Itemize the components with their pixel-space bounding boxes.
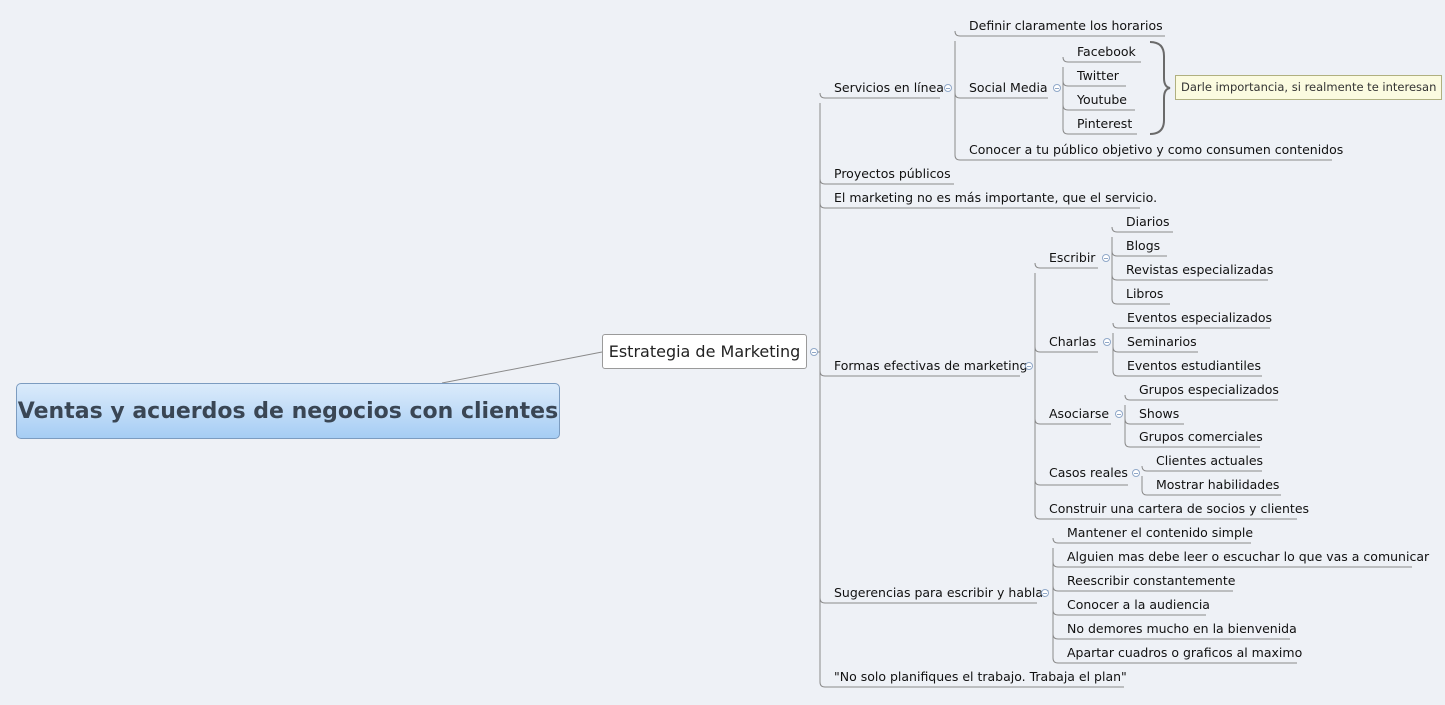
topic-diarios[interactable]: Diarios [1126, 214, 1170, 229]
topic-casos[interactable]: Casos reales [1049, 465, 1128, 480]
topic-reescribir[interactable]: Reescribir constantemente [1067, 573, 1236, 588]
topic-no-solo[interactable]: "No solo planifiques el trabajo. Trabaja… [834, 669, 1127, 684]
topic-blogs[interactable]: Blogs [1126, 238, 1161, 253]
topic-asociarse[interactable]: Asociarse [1049, 406, 1110, 421]
topic-pinterest[interactable]: Pinterest [1077, 116, 1133, 131]
topic-construir[interactable]: Construir una cartera de socios y client… [1049, 501, 1310, 516]
topic-charlas[interactable]: Charlas [1049, 334, 1097, 349]
collapse-toggle-servicios[interactable] [944, 84, 952, 92]
topic-revistas[interactable]: Revistas especializadas [1126, 262, 1274, 277]
topic-seminarios[interactable]: Seminarios [1127, 334, 1197, 349]
topic-grupos-com[interactable]: Grupos comerciales [1139, 429, 1263, 444]
collapse-toggle-charlas[interactable] [1103, 338, 1111, 346]
topic-grupos-esp[interactable]: Grupos especializados [1139, 382, 1279, 397]
collapse-toggle-asociarse[interactable] [1115, 410, 1123, 418]
topic-shows[interactable]: Shows [1139, 406, 1180, 421]
topic-facebook[interactable]: Facebook [1077, 44, 1136, 59]
collapse-toggle-sugerencias[interactable] [1041, 589, 1049, 597]
topic-eventos-esp[interactable]: Eventos especializados [1127, 310, 1273, 325]
topic-conocer-aud[interactable]: Conocer a la audiencia [1067, 597, 1210, 612]
topic-conocer-publico[interactable]: Conocer a tu público objetivo y como con… [969, 142, 1344, 157]
topic-mantener[interactable]: Mantener el contenido simple [1067, 525, 1254, 540]
topic-mostrar[interactable]: Mostrar habilidades [1156, 477, 1280, 492]
topic-eventos-est[interactable]: Eventos estudiantiles [1127, 358, 1262, 373]
collapse-toggle-social[interactable] [1053, 84, 1061, 92]
topic-servicios[interactable]: Servicios en línea [834, 80, 944, 95]
topic-social[interactable]: Social Media [969, 80, 1048, 95]
topic-no-demores[interactable]: No demores mucho en la bienvenida [1067, 621, 1297, 636]
topic-sugerencias[interactable]: Sugerencias para escribir y hablar [834, 585, 1049, 600]
topic-alguien[interactable]: Alguien mas debe leer o escuchar lo que … [1067, 549, 1430, 564]
topic-youtube[interactable]: Youtube [1077, 92, 1127, 107]
callout-note[interactable]: Darle importancia, si realmente te inter… [1175, 75, 1443, 100]
connector-line [441, 351, 603, 384]
main-topic-estrategia[interactable]: Estrategia de Marketing [602, 334, 807, 369]
collapse-toggle-estrategia[interactable] [810, 348, 818, 356]
topic-proyectos[interactable]: Proyectos públicos [834, 166, 951, 181]
topic-libros[interactable]: Libros [1126, 286, 1164, 301]
collapse-toggle-escribir[interactable] [1102, 254, 1110, 262]
collapse-toggle-formas[interactable] [1025, 362, 1033, 370]
topic-apartar[interactable]: Apartar cuadros o graficos al maximo [1067, 645, 1303, 660]
topic-definir[interactable]: Definir claramente los horarios [969, 18, 1163, 33]
connector-curve [1149, 41, 1171, 135]
root-topic[interactable]: Ventas y acuerdos de negocios con client… [16, 383, 560, 439]
topic-twitter[interactable]: Twitter [1077, 68, 1119, 83]
topic-formas[interactable]: Formas efectivas de marketing [834, 358, 1028, 373]
topic-escribir[interactable]: Escribir [1049, 250, 1096, 265]
topic-marketing-no[interactable]: El marketing no es más importante, que e… [834, 190, 1158, 205]
topic-clientes-act[interactable]: Clientes actuales [1156, 453, 1264, 468]
collapse-toggle-casos[interactable] [1132, 469, 1140, 477]
